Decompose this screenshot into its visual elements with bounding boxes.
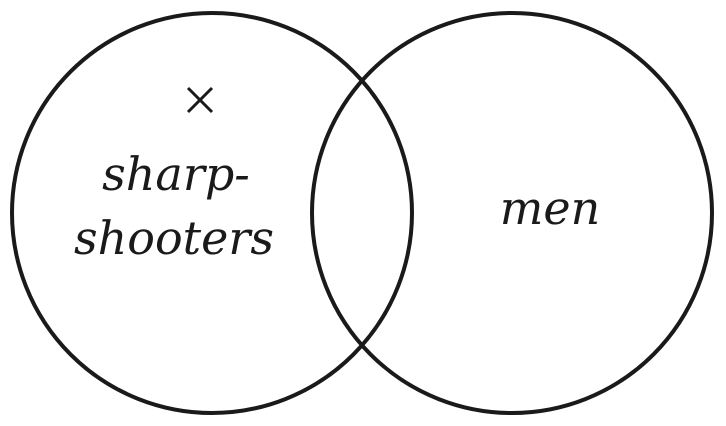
label-men: men <box>500 181 600 235</box>
label-sharp-shooters-line-1: sharp- <box>102 147 250 201</box>
circle-men <box>310 11 714 415</box>
x-marker-icon <box>186 86 214 114</box>
label-sharp-shooters-line-2: shooters <box>74 211 274 265</box>
circle-sharp-shooters <box>10 11 414 415</box>
